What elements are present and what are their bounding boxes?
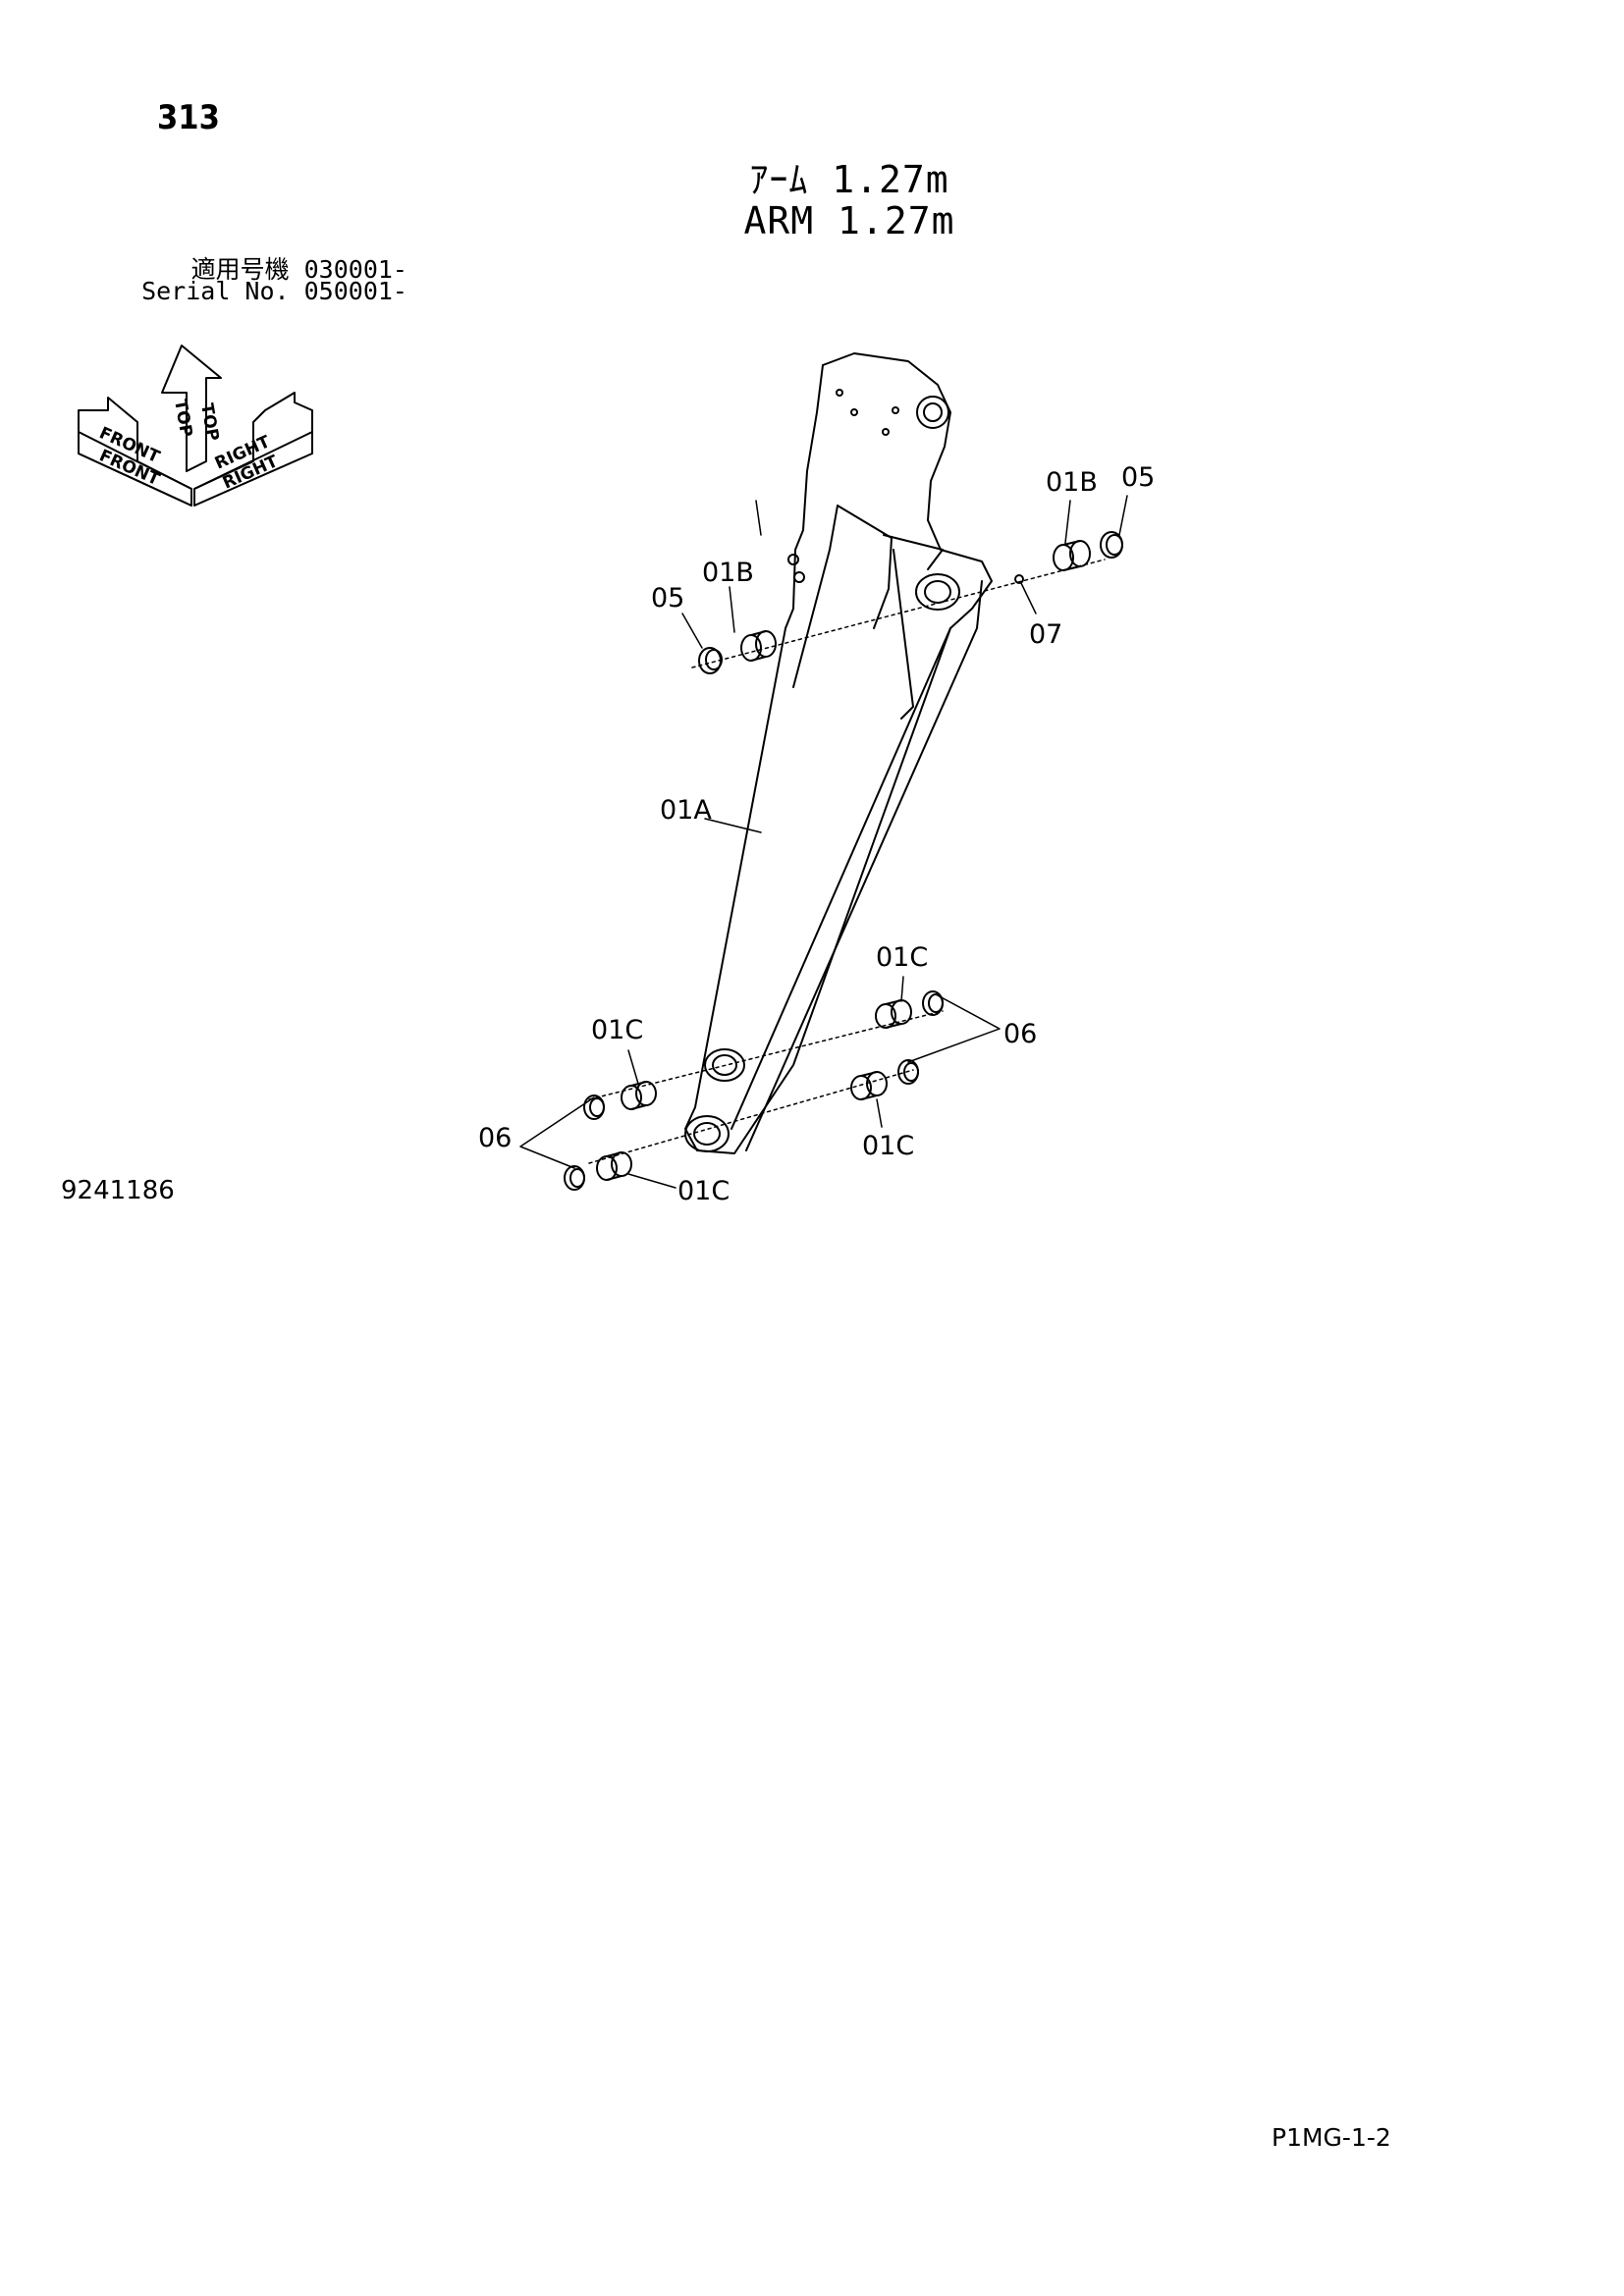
orientation-top-label-left: TOP (170, 398, 195, 438)
serial-japanese: 適用号機 030001- (190, 255, 407, 284)
callout-01b-right: 01B (1046, 467, 1098, 498)
orientation-indicator: FRONT FRONT TOP TOP RIGHT RIGHT (78, 345, 313, 507)
callout-01c-right-bottom: 01C (862, 1131, 914, 1161)
right-arrow-icon (193, 392, 313, 507)
callout-01c-left-bottom: 01C (677, 1176, 730, 1206)
orientation-top-label-right: TOP (196, 401, 222, 442)
bushing-lower-right-top (875, 999, 912, 1029)
callout-06-left: 06 (478, 1123, 512, 1153)
bushing-upper-right (1053, 540, 1091, 571)
shim-lower-left-top (583, 1095, 605, 1120)
page-number: 313 (157, 98, 220, 137)
callout-01a: 01A (660, 795, 712, 826)
front-arrow-face (78, 431, 192, 507)
title-japanese: ｱｰﾑ 1.27m (749, 158, 949, 201)
serial-english: Serial No. 050001- (141, 277, 407, 305)
drawing-number: 9241186 (61, 1176, 175, 1205)
bushing-lower-left-top (621, 1081, 657, 1110)
callout-05-right: 05 (1121, 462, 1155, 493)
leader-lines (519, 495, 1128, 1189)
top-arrow-icon (161, 345, 222, 472)
shim-upper-right (1100, 531, 1123, 559)
pin-axis-lines (588, 559, 1106, 1164)
callout-07: 07 (1029, 619, 1062, 650)
arm-body (684, 352, 993, 1154)
shim-upper-left (698, 647, 723, 674)
callout-01c-right-top: 01C (876, 942, 928, 973)
shim-lower-left-bottom (564, 1165, 585, 1191)
shim-lower-right-bottom (897, 1059, 919, 1085)
page-code: P1MG-1-2 (1272, 2123, 1391, 2152)
callout-05-left: 05 (651, 583, 684, 614)
grease-fitting (1014, 574, 1024, 584)
bushing-upper-left (740, 630, 777, 662)
callout-01c-left-top: 01C (591, 1015, 643, 1045)
title-english: ARM 1.27m (743, 199, 955, 242)
callout-01b-left: 01B (702, 558, 754, 588)
bushing-lower-left-bottom (596, 1151, 632, 1181)
bushing-lower-right-bottom (850, 1071, 888, 1100)
callout-06-right: 06 (1003, 1019, 1037, 1049)
shim-lower-right-top (922, 990, 944, 1016)
